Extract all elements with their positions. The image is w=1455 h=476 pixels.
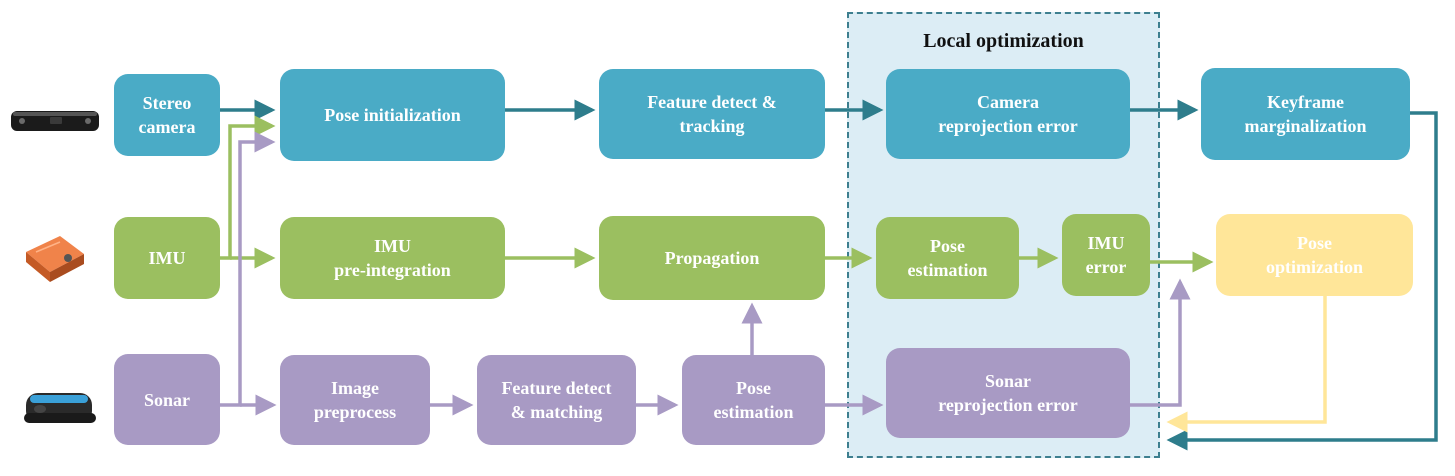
- node-feature-detect-tracking: Feature detect & tracking: [599, 69, 825, 159]
- node-imu: IMU: [114, 217, 220, 299]
- node-image-preprocess: Image preprocess: [280, 355, 430, 445]
- node-sonar-pose-estimation: Pose estimation: [682, 355, 825, 445]
- sonar-sensor-icon: [24, 393, 96, 423]
- node-camera-reprojection-error: Camera reprojection error: [886, 69, 1130, 159]
- region-title: Local optimization: [923, 30, 1084, 52]
- edge-sonar-reproj-to-pose-optimization: [1130, 278, 1191, 407]
- node-pose-optimization: Pose optimization: [1216, 214, 1413, 296]
- node-stereo-camera: Stereo camera: [114, 74, 220, 156]
- edge-pose-optimization-feedback: [1166, 296, 1327, 433]
- node-imu-preintegration: IMU pre-integration: [280, 217, 505, 299]
- node-imu-error: IMU error: [1062, 214, 1150, 296]
- node-pose-initialization: Pose initialization: [280, 69, 505, 161]
- edge-imu-to-pose-init: [220, 115, 276, 260]
- node-propagation: Propagation: [599, 216, 825, 300]
- node-sonar: Sonar: [114, 354, 220, 445]
- node-keyframe-marginalization: Keyframe marginalization: [1201, 68, 1410, 160]
- node-local-pose-estimation: Pose estimation: [876, 217, 1019, 299]
- node-sonar-reprojection-error: Sonar reprojection error: [886, 348, 1130, 438]
- node-feature-detect-matching: Feature detect & matching: [477, 355, 636, 445]
- edge-keyframe-feedback: [1166, 111, 1438, 451]
- stereo-camera-icon: [11, 111, 99, 131]
- edge-sonar-to-pose-init: [220, 131, 276, 407]
- imu-sensor-icon: [26, 236, 84, 282]
